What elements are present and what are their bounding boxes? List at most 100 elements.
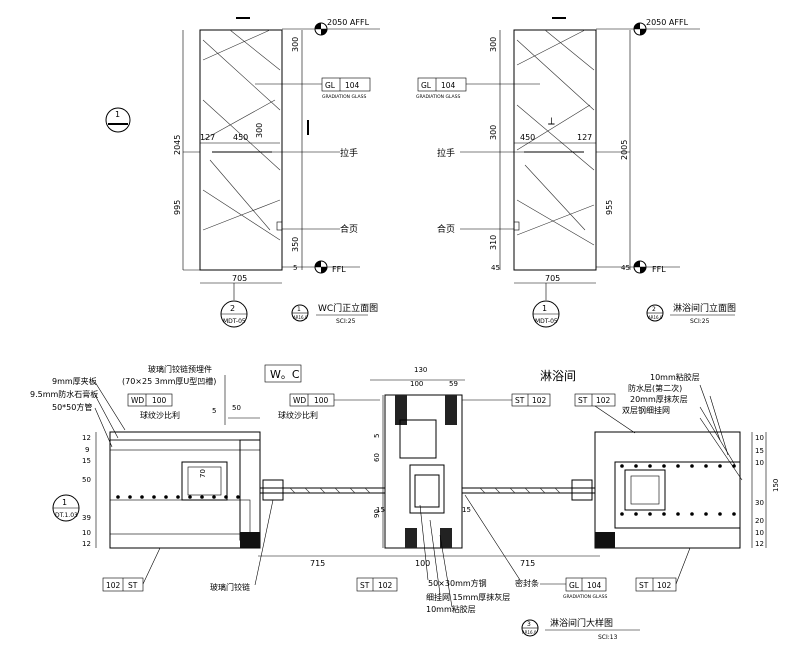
glass-hinge-left: [262, 479, 284, 501]
wc-dim-705: 705: [232, 274, 247, 283]
svg-text:MDT-05: MDT-05: [535, 318, 558, 325]
shower-hinge-label: 合页: [437, 223, 455, 235]
wc-room-label-box: [264, 364, 302, 383]
wc-hinge-label: 合页: [340, 223, 358, 235]
svg-text:59: 59: [449, 380, 458, 388]
svg-text:9.5mm防水石膏板: 9.5mm防水石膏板: [30, 389, 98, 399]
svg-text:AR16.0: AR16.0: [293, 315, 308, 320]
right-mesh-dots: [620, 464, 736, 516]
center-steel-tube-top: [399, 419, 437, 459]
right-wall-section: [594, 431, 741, 549]
svg-text:玻璃门铰链预埋件: 玻璃门铰链预埋件: [148, 364, 212, 374]
svg-text:102: 102: [106, 581, 121, 590]
shower-section-mark: ⟂: [548, 116, 555, 127]
wc-dim-5: 5: [293, 264, 297, 272]
shower-ffl-level: FFL: [652, 265, 666, 274]
svg-text:50*50方管: 50*50方管: [52, 402, 92, 412]
svg-text:GL: GL: [325, 81, 336, 90]
shower-dim-300a: 300: [489, 37, 498, 52]
svg-text:130: 130: [414, 366, 427, 374]
svg-text:102: 102: [532, 396, 547, 405]
wc-dim-300a: 300: [291, 37, 300, 52]
svg-text:39: 39: [82, 514, 91, 522]
shower-dim-127: 127: [577, 133, 592, 142]
st-tag-bottom-right: [635, 577, 677, 592]
glass-hinge-right: [571, 479, 593, 501]
svg-text:(70×25 3mm厚U型凹槽): (70×25 3mm厚U型凹槽): [122, 376, 216, 386]
svg-text:15: 15: [82, 457, 91, 465]
shower-dim-45r: 45: [621, 264, 630, 272]
wc-dim-450: 450: [233, 133, 248, 142]
svg-text:防水层(第二次): 防水层(第二次): [628, 383, 682, 393]
svg-text:SCI:25: SCI:25: [690, 318, 710, 325]
svg-text:GL: GL: [421, 81, 432, 90]
svg-text:ST: ST: [578, 396, 588, 405]
svg-text:50: 50: [82, 476, 91, 484]
shower-glass-hatch: [516, 29, 595, 246]
svg-text:20: 20: [755, 517, 764, 525]
wd-tag-left: [127, 393, 173, 407]
svg-text:715: 715: [520, 559, 535, 568]
wc-dim-300b: 300: [255, 123, 264, 138]
svg-text:1: 1: [62, 498, 67, 507]
svg-text:SCI:13: SCI:13: [598, 634, 618, 641]
svg-text:10: 10: [755, 529, 764, 537]
svg-text:ST: ST: [360, 581, 370, 590]
svg-text:1: 1: [115, 110, 120, 119]
svg-text:100: 100: [415, 559, 430, 568]
right-steel-tube: [624, 469, 666, 511]
svg-text:60: 60: [373, 453, 381, 462]
svg-text:9mm厚夹板: 9mm厚夹板: [52, 376, 97, 386]
svg-text:50: 50: [232, 404, 241, 412]
shower-room-label: 淋浴间: [540, 369, 576, 383]
svg-text:10: 10: [82, 529, 91, 537]
svg-text:15: 15: [376, 506, 385, 514]
st-tag-bottom-mid: [356, 577, 398, 592]
wc-glass-hatch: [202, 29, 281, 241]
svg-text:102: 102: [596, 396, 611, 405]
left-wall-mortar: [109, 499, 251, 535]
shower-dim-450: 450: [520, 133, 535, 142]
left-steel-tube: [181, 461, 228, 501]
shower-elevation-title: 淋浴间门立面图: [673, 302, 736, 314]
wc-ffl-level: FFL: [332, 265, 346, 274]
svg-text:102: 102: [378, 581, 393, 590]
svg-text:GRADIATION GLASS: GRADIATION GLASS: [416, 94, 460, 100]
svg-text:ST: ST: [515, 396, 525, 405]
glue-note: 10mm粘胶层: [426, 604, 476, 614]
svg-text:12: 12: [82, 434, 91, 442]
wc-hinge: [276, 221, 283, 231]
wc-dim-350: 350: [291, 237, 300, 252]
svg-text:104: 104: [441, 81, 456, 90]
shower-door-panel: [513, 29, 597, 271]
gl-tag-bottom: [565, 577, 607, 592]
wc-door-panel: [199, 29, 283, 271]
svg-text:1: 1: [542, 304, 547, 313]
svg-text:30: 30: [755, 499, 764, 507]
shower-top-level: 2050 AFFL: [646, 18, 689, 27]
mesh-note: 细挂网 15mm厚抹灰层: [426, 592, 510, 602]
shower-door-elevation: 2050 AFFL FFL GL 104 GRADIATION GLASS 30…: [416, 17, 736, 328]
wc-door-elevation: 2050 AFFL FFL GL 104 GRADIATION GLASS 20…: [105, 17, 380, 328]
wc-elevation-title: WC门正立面图: [318, 302, 378, 314]
shower-dim-300b: 300: [489, 125, 498, 140]
shower-dim-310: 310: [489, 235, 498, 250]
steel-tube-note: 50×30mm方钢: [428, 578, 487, 588]
svg-text:15: 15: [462, 506, 471, 514]
svg-text:1: 1: [297, 306, 301, 313]
stone-note-left: 球纹沙比利: [140, 410, 180, 420]
svg-text:GRADIATION GLASS: GRADIATION GLASS: [322, 94, 366, 100]
shower-handle-label: 拉手: [437, 147, 455, 159]
svg-text:GL: GL: [569, 581, 580, 590]
svg-text:9: 9: [85, 446, 89, 454]
shower-glass-tag: [417, 77, 467, 92]
svg-text:12: 12: [755, 540, 764, 548]
svg-text:102: 102: [657, 581, 672, 590]
svg-text:100: 100: [314, 396, 329, 405]
shower-dim-45: 45: [491, 264, 500, 272]
wc-glass-tag: [321, 77, 371, 92]
svg-text:ST: ST: [639, 581, 649, 590]
glass-left-hatch: [289, 487, 371, 494]
svg-text:AR16.0: AR16.0: [522, 630, 537, 635]
